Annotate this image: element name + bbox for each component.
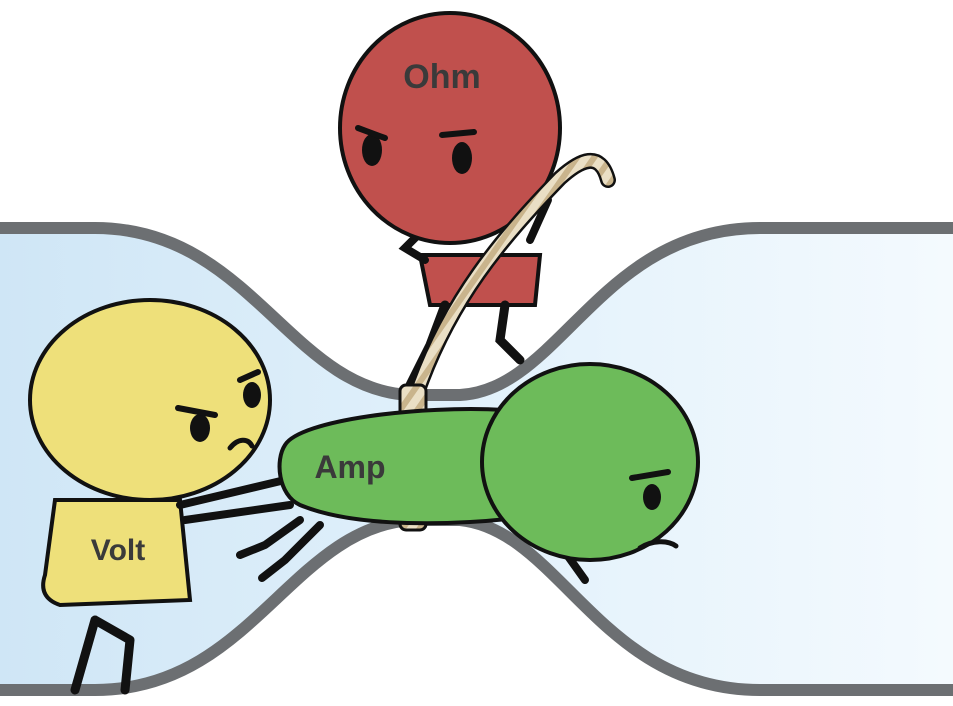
volt-label: Volt bbox=[91, 534, 145, 567]
amp-eye bbox=[643, 484, 661, 510]
ohm-right-arm bbox=[526, 196, 552, 244]
amp-leg-1 bbox=[236, 516, 304, 559]
volt-head bbox=[28, 298, 272, 502]
volt-left-brow bbox=[175, 405, 218, 418]
amp-label: Amp bbox=[314, 449, 385, 485]
ohm-right-eye bbox=[452, 142, 472, 174]
volt-left-eye bbox=[190, 414, 210, 442]
amp-character: Amp bbox=[236, 362, 700, 584]
amp-leg-2 bbox=[258, 521, 324, 582]
volt-mouth bbox=[227, 437, 255, 451]
amp-mouth bbox=[637, 539, 679, 551]
volt-right-brow bbox=[237, 369, 261, 383]
ohm-left-brow bbox=[355, 125, 388, 141]
volt-legs bbox=[70, 615, 135, 695]
volt-right-eye bbox=[243, 382, 261, 408]
amp-body bbox=[277, 407, 542, 526]
volt-arm-upper bbox=[176, 476, 289, 509]
ohm-character: Ohm bbox=[338, 11, 562, 390]
ohm-right-brow bbox=[439, 129, 477, 138]
ohm-left-eye bbox=[362, 134, 382, 166]
ohm-label: Ohm bbox=[403, 58, 480, 96]
ohm-head bbox=[338, 11, 562, 245]
ohm-right-leg bbox=[495, 300, 525, 365]
amp-brow bbox=[629, 469, 671, 481]
volt-body bbox=[41, 498, 193, 608]
volt-arm-lower bbox=[181, 501, 294, 524]
volt-character: Volt bbox=[28, 298, 294, 695]
amp-head bbox=[480, 362, 700, 562]
